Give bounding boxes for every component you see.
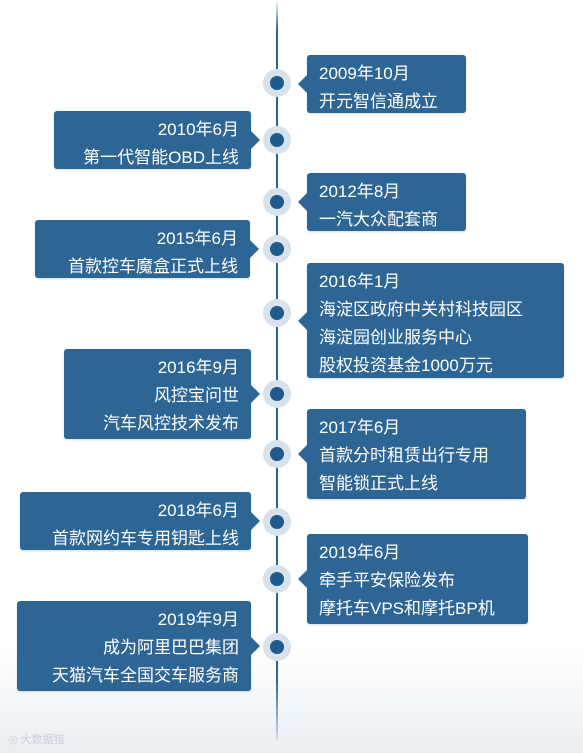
timeline-node (263, 188, 291, 216)
event-date: 2015年6月 (156, 229, 238, 248)
event-card-2016-09: 2016年9月 风控宝问世 汽车风控技术发布 (64, 349, 260, 439)
event-card-2019-09: 2019年9月 成为阿里巴巴集团 天猫汽车全国交车服务商 (17, 601, 260, 691)
event-date: 2019年9月 (157, 610, 239, 629)
event-card-2016-01: 2016年1月 海淀区政府中关村科技园区 海淀园创业服务中心 股权投资基金100… (298, 263, 564, 378)
timeline-node (263, 565, 291, 593)
event-text: 成为阿里巴巴集团 (103, 638, 239, 657)
event-text: 汽车风控技术发布 (103, 414, 239, 433)
event-date: 2016年1月 (319, 272, 401, 291)
event-date: 2009年10月 (319, 64, 410, 83)
event-text: 风控宝问世 (154, 386, 239, 405)
event-date: 2012年8月 (319, 182, 401, 201)
event-text: 海淀园创业服务中心 (319, 328, 472, 347)
timeline-node (263, 633, 291, 661)
event-card-2012-08: 2012年8月 一汽大众配套商 (298, 173, 466, 231)
event-card-2017-06: 2017年6月 首款分时租赁出行专用 智能锁正式上线 (298, 409, 526, 499)
event-text: 天猫汽车全国交车服务商 (52, 666, 239, 685)
event-text: 首款控车魔盒正式上线 (68, 257, 238, 276)
event-text: 首款网约车专用钥匙上线 (52, 529, 239, 548)
event-text: 智能锁正式上线 (319, 474, 438, 493)
event-text: 首款分时租赁出行专用 (319, 446, 489, 465)
event-text: 开元智信通成立 (319, 92, 438, 111)
timeline-node (263, 126, 291, 154)
event-card-2010-06: 2010年6月 第一代智能OBD上线 (54, 111, 260, 169)
event-card-2018-06: 2018年6月 首款网约车专用钥匙上线 (20, 492, 260, 550)
event-date: 2019年6月 (319, 543, 401, 562)
event-text: 海淀区政府中关村科技园区 (319, 300, 523, 319)
event-text: 摩托车VPS和摩托BP机 (319, 599, 495, 618)
event-card-2015-06: 2015年6月 首款控车魔盒正式上线 (35, 220, 259, 278)
watermark-text: 大数据猎 (20, 734, 65, 746)
timeline-node (263, 508, 291, 536)
event-text: 牵手平安保险发布 (319, 571, 455, 590)
event-date: 2010年6月 (157, 120, 239, 139)
timeline-spine (276, 0, 278, 740)
event-text: 第一代智能OBD上线 (83, 148, 239, 167)
event-text: 股权投资基金1000万元 (319, 356, 493, 375)
event-text: 一汽大众配套商 (319, 210, 438, 229)
timeline-node (263, 299, 291, 327)
event-card-2009-10: 2009年10月 开元智信通成立 (298, 55, 466, 113)
event-card-2019-06: 2019年6月 牵手平安保险发布 摩托车VPS和摩托BP机 (298, 534, 528, 624)
timeline-node (263, 235, 291, 263)
watermark-icon: ◎ (8, 734, 18, 746)
event-date: 2017年6月 (319, 418, 401, 437)
event-date: 2016年9月 (157, 358, 239, 377)
event-date: 2018年6月 (157, 501, 239, 520)
watermark: ◎ 大数据猎 (8, 731, 65, 747)
timeline-node (263, 440, 291, 468)
timeline-node (263, 69, 291, 97)
timeline-node (263, 380, 291, 408)
